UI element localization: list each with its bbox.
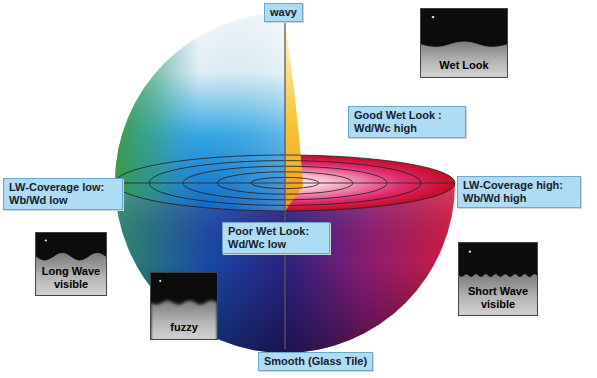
callout-text: LW-Coverage high: Wb/Wd high — [463, 179, 575, 205]
light-spot — [159, 280, 161, 282]
callout-box: wavy — [264, 3, 303, 22]
light-spot — [432, 16, 435, 18]
callout-text: wavy — [270, 6, 297, 19]
reflection-surface — [151, 301, 217, 339]
upper-dome-green — [115, 13, 285, 211]
light-spot — [45, 239, 47, 241]
callout-box: Good Wet Look : Wd/Wc high — [348, 106, 466, 138]
callout-text: LW-Coverage low: Wb/Wd low — [9, 181, 117, 207]
callout-text: Poor Wet Look: Wd/Wc low — [228, 225, 324, 251]
upper-dome — [115, 13, 285, 211]
sample-caption: Wet Look — [421, 59, 507, 72]
sample-thumbnail: Short Wave visible — [458, 242, 538, 316]
light-spot — [469, 251, 471, 253]
callout-text: Good Wet Look : Wd/Wc high — [354, 109, 460, 135]
reflection-surface — [421, 41, 507, 76]
sample-caption: Long Wave visible — [36, 265, 106, 290]
sample-caption: fuzzy — [151, 321, 217, 334]
sample-thumbnail: fuzzy — [150, 272, 218, 340]
callout-box: LW-Coverage low: Wb/Wd low — [3, 178, 123, 210]
callout-box: Poor Wet Look: Wd/Wc low — [222, 222, 330, 254]
sample-thumbnail: Long Wave visible — [35, 232, 107, 296]
reflection-surface — [36, 253, 106, 295]
callout-box: LW-Coverage high: Wb/Wd high — [457, 176, 581, 208]
reflection-surface — [459, 274, 537, 315]
callout-text: Smooth (Glass Tile) — [264, 355, 367, 368]
sample-caption: Short Wave visible — [459, 285, 537, 310]
sample-thumbnail: Wet Look — [420, 8, 508, 78]
vertical-axis — [284, 22, 285, 349]
callout-box: Smooth (Glass Tile) — [258, 352, 373, 371]
